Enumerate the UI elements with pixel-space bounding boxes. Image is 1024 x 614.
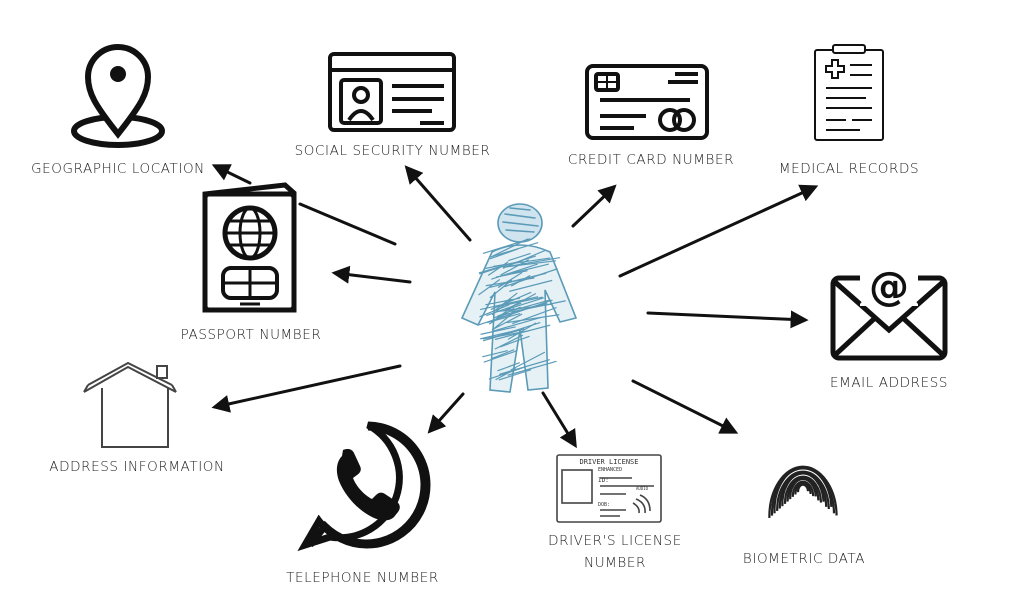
scribble-stroke <box>509 279 553 292</box>
label-telephone-number: TELEPHONE NUMBER <box>286 570 439 586</box>
arrow-to-geographic-location <box>211 164 252 185</box>
scribble-stroke <box>480 296 539 311</box>
arrow-to-credit-card-number <box>571 184 617 228</box>
fingerprint-ridge <box>770 467 836 516</box>
scribble-stroke <box>506 314 560 324</box>
at-symbol: @ <box>869 264 909 310</box>
scribble-stroke <box>491 313 523 331</box>
label-address-information: ADDRESS INFORMATION <box>49 459 225 475</box>
arrow-to-passport-number <box>331 265 412 284</box>
scribble-stroke <box>483 350 517 363</box>
scribble-stroke <box>512 307 557 325</box>
arrow-to-passport-from-top <box>298 202 397 246</box>
scribble-stroke <box>490 238 529 258</box>
arrow-to-telephone-number <box>427 392 465 434</box>
fingerprint-ridge <box>796 483 810 493</box>
scribble-stroke <box>482 330 530 340</box>
scribble-stroke <box>490 291 532 310</box>
fingerprint-ridge <box>776 470 830 511</box>
scribble-stroke <box>498 369 532 381</box>
scribble-stroke <box>507 360 557 376</box>
label-medical-records: MEDICAL RECORDS <box>778 161 920 177</box>
scribble-stroke <box>491 349 515 359</box>
scribble-stroke <box>511 263 549 274</box>
scribble-stroke <box>510 275 531 287</box>
label-social-security-number: SOCIAL SECURITY NUMBER <box>294 143 491 159</box>
scribble-stroke <box>488 261 509 276</box>
fingerprint-ridge <box>778 472 828 509</box>
label-email-address: EMAIL ADDRESS <box>829 375 949 391</box>
fingerprint-icon <box>768 465 838 518</box>
scribble-stroke <box>497 362 520 372</box>
scribble-stroke <box>502 249 546 269</box>
scribble-stroke <box>506 297 544 310</box>
envelope-at-icon <box>830 262 948 361</box>
scribble-stroke <box>491 316 542 333</box>
map-pin-icon <box>71 44 165 148</box>
arrow-to-email-address <box>646 310 809 329</box>
id-card-icon <box>328 52 456 132</box>
scribbled-person-icon <box>460 203 578 393</box>
arrow-to-drivers-license <box>541 391 577 449</box>
label-passport-number: PASSPORT NUMBER <box>180 327 322 343</box>
license-line4: AUDIO <box>636 486 649 491</box>
scribble-stroke <box>478 265 502 274</box>
scribble-stroke <box>479 304 510 318</box>
phone-chat-icon <box>297 421 431 552</box>
scribble-stroke <box>499 335 530 348</box>
scribble-stroke <box>486 302 522 317</box>
fingerprint-ridge <box>794 482 812 495</box>
clipboard-medical-icon <box>814 44 884 141</box>
scribble-stroke <box>504 268 558 288</box>
credit-card-icon <box>585 64 709 140</box>
arrow-to-biometric-data <box>631 379 739 434</box>
scribble-stroke <box>480 326 516 335</box>
label-biometric-data: BIOMETRIC DATA <box>742 551 866 567</box>
label-drivers-license-number: DRIVER'S LICENSE NUMBER <box>548 533 682 571</box>
scribble-stroke <box>495 292 518 311</box>
phone-handset <box>336 449 400 521</box>
license-line3: ID: <box>598 477 609 484</box>
arrow-to-address-information <box>211 364 402 413</box>
arrow-to-social-security-number <box>404 165 472 242</box>
scribble-stroke <box>508 252 531 262</box>
scribble-stroke <box>510 351 546 371</box>
scribble-stroke <box>485 297 521 306</box>
fingerprint-ridge <box>786 477 820 502</box>
scribble-stroke <box>497 272 523 288</box>
fingerprint-ridge <box>768 465 838 518</box>
scribble-stroke <box>495 270 528 278</box>
label-credit-card-number: CREDIT CARD NUMBER <box>567 152 735 168</box>
scribble-stroke <box>478 279 500 296</box>
passport-icon <box>202 182 297 313</box>
scribble-stroke <box>489 248 519 260</box>
house-icon <box>83 361 177 448</box>
scribble-stroke <box>502 260 557 268</box>
fingerprint-ridge <box>791 480 815 497</box>
scribble-stroke <box>492 303 517 322</box>
scribble-stroke <box>494 334 524 350</box>
license-title: DRIVER LICENSE <box>579 458 638 466</box>
scribble-stroke <box>482 350 508 358</box>
scribble-stroke <box>496 303 552 313</box>
scribble-stroke <box>499 359 550 375</box>
scribble-stroke <box>487 313 521 324</box>
drivers-license-icon <box>556 454 662 523</box>
label-geographic-location: GEOGRAPHIC LOCATION <box>31 161 205 177</box>
license-line5: DOB: <box>598 502 610 508</box>
scribble-stroke <box>500 259 529 276</box>
arrow-to-medical-records <box>618 184 819 278</box>
fingerprint-ridge <box>783 475 823 504</box>
license-line2: ENHANCED <box>598 467 622 473</box>
